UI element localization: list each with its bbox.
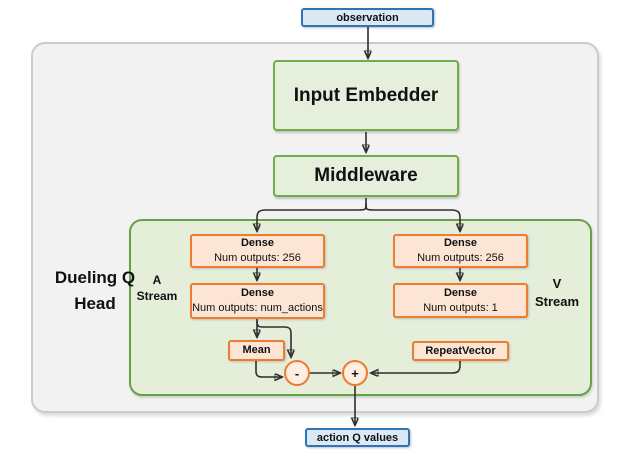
dense-v2-node: Dense Num outputs: 1 (393, 283, 528, 318)
dense-a1-node: Dense Num outputs: 256 (190, 234, 325, 268)
minus-sign: - (294, 365, 300, 381)
dense-v1-node: Dense Num outputs: 256 (393, 234, 528, 268)
dense-v2-title: Dense (443, 286, 478, 299)
v-stream-label: V Stream (534, 276, 580, 309)
subtract-operator-node: - (284, 360, 310, 386)
dense-v2-outputs: Num outputs: 1 (423, 301, 498, 314)
input-embedder-label: Input Embedder (293, 84, 439, 106)
dense-v1-title: Dense (443, 237, 478, 250)
middleware-label: Middleware (314, 165, 418, 186)
repeat-vector-node: RepeatVector (412, 341, 509, 361)
action-q-values-label: action Q values (316, 431, 399, 444)
dueling-q-head-label: Dueling Q Head (54, 268, 136, 313)
plus-sign: + (351, 365, 359, 381)
action-q-values-node: action Q values (305, 428, 410, 447)
mean-label: Mean (242, 344, 271, 357)
dense-a1-title: Dense (240, 237, 275, 250)
repeat-vector-label: RepeatVector (425, 344, 496, 357)
observation-node: observation (301, 8, 434, 27)
observation-label: observation (336, 11, 399, 24)
dense-a2-title: Dense (240, 287, 275, 300)
add-operator-node: + (342, 360, 368, 386)
input-embedder-node: Input Embedder (273, 60, 459, 131)
a-stream-label: A Stream (136, 273, 178, 304)
middleware-node: Middleware (273, 155, 459, 197)
dense-a1-outputs: Num outputs: 256 (214, 252, 301, 264)
mean-node: Mean (228, 340, 285, 361)
dense-v1-outputs: Num outputs: 256 (417, 252, 504, 264)
dense-a2-node: Dense Num outputs: num_actions (190, 283, 325, 319)
dense-a2-outputs: Num outputs: num_actions (192, 302, 323, 314)
